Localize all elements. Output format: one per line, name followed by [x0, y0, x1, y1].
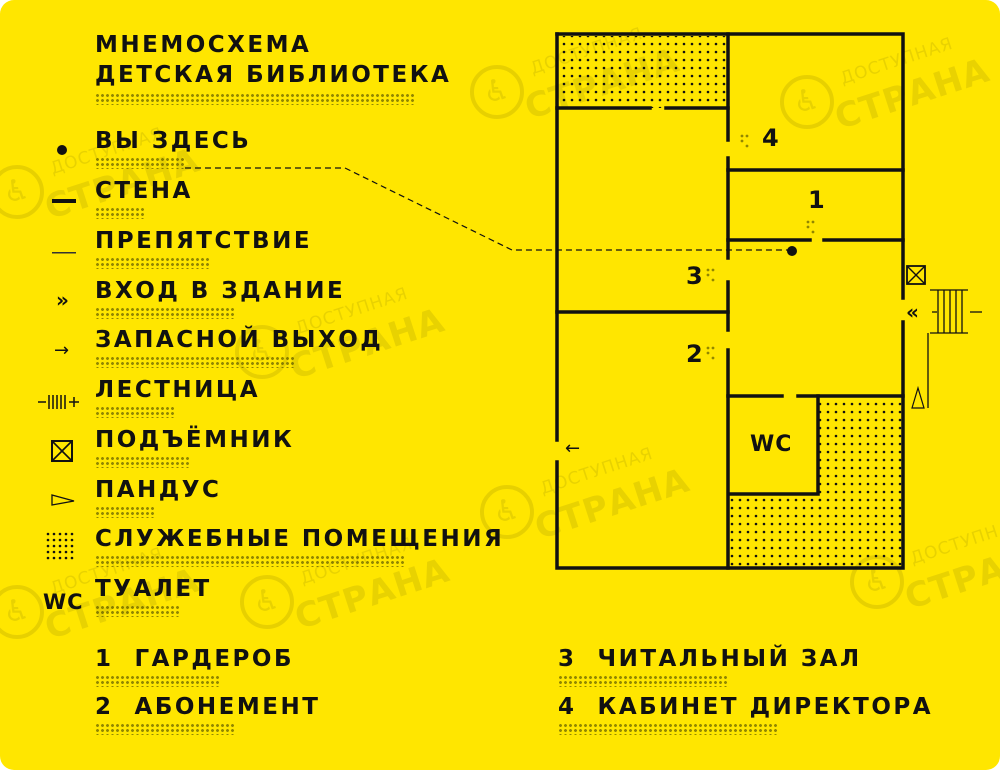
- watermark: ♿ ДОСТУПНАЯ СТРАНА: [0, 544, 205, 650]
- room-key-2: 2 АБОНЕМЕНТ: [95, 694, 321, 720]
- legend-ramp: ПАНДУС: [95, 477, 222, 503]
- you-are-here-marker: [787, 246, 797, 256]
- watermark: ♿ ДОСТУПНАЯ СТРАНА: [780, 34, 995, 140]
- route-line: [185, 167, 790, 251]
- svg-text:WC: WC: [43, 590, 84, 614]
- service-area: [818, 396, 902, 566]
- room-key-4: 4 КАБИНЕТ ДИРЕКТОРА: [558, 694, 934, 720]
- legend-wall: СТЕНА: [95, 178, 193, 204]
- watermark: ♿ ДОСТУПНАЯ СТРАНА: [0, 124, 205, 230]
- braille-text: [95, 93, 415, 105]
- room-number-3: 3: [686, 262, 703, 290]
- room-number-2: 2: [686, 340, 703, 368]
- wheelchair-icon: ♿: [240, 575, 294, 629]
- braille-text: [95, 157, 185, 169]
- wheelchair-icon: ♿: [0, 585, 44, 639]
- legend-stairs: ЛЕСТНИЦА: [95, 377, 261, 403]
- watermark: ♿ ДОСТУПНАЯ СТРАНА: [480, 444, 695, 550]
- room-key-1: 1 ГАРДЕРОБ: [95, 646, 294, 672]
- braille-text: [706, 134, 815, 360]
- ramp-icon: [46, 485, 82, 515]
- legend-entrance: ВХОД В ЗДАНИЕ: [95, 278, 346, 304]
- obstacle-icon: [46, 234, 82, 264]
- braille-text: [95, 307, 235, 319]
- braille-text: [558, 723, 778, 735]
- braille-text: [95, 456, 190, 468]
- legend-you-are-here: ВЫ ЗДЕСЬ: [95, 128, 252, 154]
- legend-emergency-exit: ЗАПАСНОЙ ВЫХОД: [95, 327, 384, 353]
- wheelchair-icon: ♿: [480, 485, 534, 539]
- ramp-icon: [911, 385, 925, 409]
- watermark: ♿ ДОСТУПНАЯ СТРАНА: [240, 534, 455, 640]
- lift-icon: [46, 435, 82, 465]
- wheelchair-icon: ♿: [0, 165, 44, 219]
- legend-toilet: ТУАЛЕТ: [95, 576, 212, 602]
- service-area: [730, 494, 820, 566]
- lift-icon: [906, 265, 926, 285]
- wall: [728, 394, 820, 496]
- title-line-2: ДЕТСКАЯ БИБЛИОТЕКА: [95, 62, 452, 88]
- entrance-icon: »: [46, 285, 82, 315]
- wc-icon: WC: [40, 585, 88, 615]
- dotted-area-icon: [44, 528, 80, 560]
- arrow-right-icon: →: [46, 334, 82, 364]
- stairs-icon: [36, 385, 79, 415]
- svg-text:→: →: [54, 340, 69, 361]
- legend-lift: ПОДЪЁМНИК: [95, 427, 295, 453]
- braille-text: [95, 723, 235, 735]
- room-key-3: 3 ЧИТАЛЬНЫЙ ЗАЛ: [558, 646, 862, 672]
- title-line-1: МНЕМОСХЕМА: [95, 32, 312, 58]
- entrance-icon: «: [906, 300, 919, 324]
- outer-wall: [555, 320, 905, 570]
- legend-service-rooms: СЛУЖЕБНЫЕ ПОМЕЩЕНИЯ: [95, 526, 505, 552]
- braille-text: [95, 605, 180, 617]
- watermark: ♿ ДОСТУПНАЯ СТРАНА: [470, 24, 685, 130]
- wc-room-label: WC: [750, 432, 793, 457]
- wheelchair-icon: ♿: [470, 65, 524, 119]
- dot-icon: [46, 132, 82, 162]
- braille-text: [558, 675, 728, 687]
- room-number-1: 1: [808, 186, 825, 214]
- room-number-4: 4: [762, 124, 779, 152]
- braille-text: [95, 356, 295, 368]
- braille-text: [95, 675, 220, 687]
- braille-text: [95, 207, 145, 219]
- legend-obstacle: ПРЕПЯТСТВИЕ: [95, 228, 313, 254]
- wheelchair-icon: ♿: [780, 75, 834, 129]
- service-area: [559, 36, 728, 108]
- outer-wall: [555, 32, 905, 300]
- braille-text: [95, 555, 405, 567]
- wall-icon: [46, 184, 82, 214]
- svg-text:»: »: [56, 288, 69, 312]
- braille-text: [95, 257, 210, 269]
- braille-text: [95, 406, 175, 418]
- stairs-icon: [927, 289, 982, 408]
- emergency-exit-arrow-icon: ←: [565, 438, 581, 459]
- braille-text: [95, 506, 155, 518]
